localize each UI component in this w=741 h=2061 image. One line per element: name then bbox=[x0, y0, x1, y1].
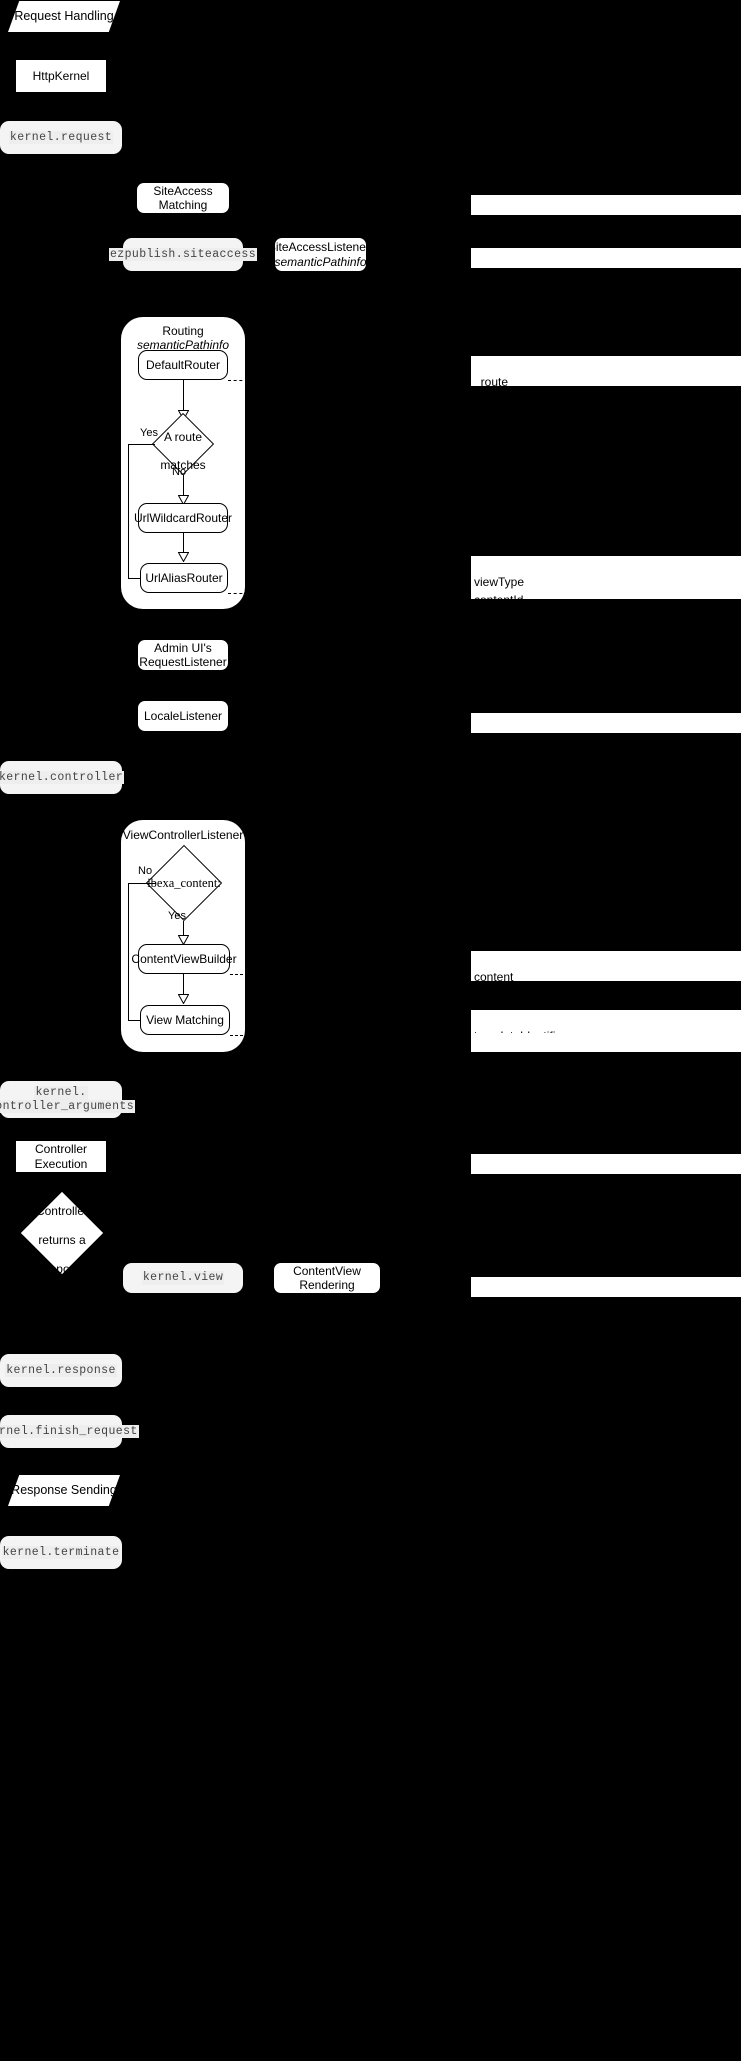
event-kernel-controller-arguments[interactable]: kernel. controller_arguments bbox=[0, 1081, 136, 1118]
variable-strip-siteaccess: siteaccess bbox=[471, 195, 741, 228]
variable-strip-content-location: content location bbox=[471, 951, 741, 1002]
decision-controller-returns-response[interactable]: Controller returns a Response bbox=[20, 1191, 104, 1276]
event-kernel-view-label: kernel.view bbox=[141, 1271, 225, 1285]
variable-strip-semantic-pathinfo: semanticPathinfo bbox=[471, 248, 741, 281]
node-controller-execution-label: Controller Execution bbox=[34, 1142, 88, 1171]
group-routing-title-italic: semanticPathinfo bbox=[136, 338, 230, 353]
event-ezpublish-siteaccess[interactable]: ezpublish.siteaccess bbox=[108, 238, 258, 271]
phase-banner-response-sending: Response Sending bbox=[8, 1475, 120, 1506]
connector-ibexa-yes bbox=[183, 921, 184, 942]
node-admin-ui-request-listener[interactable]: Admin UI's RequestListener bbox=[138, 640, 228, 670]
node-view-matching-label: View Matching bbox=[146, 1012, 224, 1027]
node-contentview-rendering-label: ContentView Rendering bbox=[293, 1263, 361, 1292]
connector-route-no bbox=[183, 475, 184, 503]
event-kernel-terminate[interactable]: kernel.terminate bbox=[0, 1536, 122, 1569]
event-kernel-request-label: kernel.request bbox=[8, 130, 114, 145]
arrowhead-to-url-wildcard-router bbox=[178, 495, 189, 505]
decision-controller-returns-response-shape bbox=[20, 1191, 104, 1275]
node-content-view-builder-label: ContentViewBuilder bbox=[131, 951, 237, 966]
event-kernel-finish-request[interactable]: kernel.finish_request bbox=[0, 1415, 139, 1448]
group-routing-title-prefix: Routing bbox=[162, 324, 204, 338]
connector-ibexa-no-horizontal bbox=[128, 883, 156, 884]
connector-route-yes-vertical bbox=[128, 444, 129, 578]
dashed-link-view-matching bbox=[230, 1035, 248, 1036]
node-http-kernel[interactable]: HttpKernel bbox=[16, 60, 106, 92]
variable-strip-view-label: view bbox=[474, 1052, 499, 1067]
event-kernel-view[interactable]: kernel.view bbox=[123, 1263, 243, 1293]
node-default-router-label: DefaultRouter bbox=[145, 357, 221, 372]
group-view-controller-listener-title-label: ViewControllerListener bbox=[122, 828, 244, 842]
arrowhead-to-view-matching bbox=[178, 994, 189, 1004]
event-kernel-controller-arguments-line2: controller_arguments bbox=[0, 1099, 136, 1114]
phase-banner-request-handling: Request Handling bbox=[8, 1, 120, 32]
variable-strip-view-content-location-label: viewType contentId locationId bbox=[474, 575, 526, 625]
event-kernel-terminate-label: kernel.terminate bbox=[1, 1545, 121, 1560]
connector-ibexa-no-vertical bbox=[128, 883, 129, 1020]
connector-ibexa-no-to-view-matching bbox=[128, 1020, 140, 1021]
node-url-alias-router[interactable]: UrlAliasRouter bbox=[140, 563, 228, 593]
arrowhead-to-content-view-builder bbox=[178, 935, 189, 945]
variable-strip-route-controller-label: _route _controller bbox=[474, 375, 531, 407]
variable-strip-response: response bbox=[471, 1277, 741, 1310]
variable-strip-siteaccess-label: siteaccess bbox=[474, 214, 531, 229]
node-url-wildcard-router[interactable]: UrlWildcardRouter bbox=[134, 503, 232, 533]
node-admin-ui-request-listener-line2: RequestListener bbox=[139, 655, 227, 669]
node-controller-execution[interactable]: Controller Execution bbox=[16, 1141, 106, 1172]
variable-strip-locale-label: _locale bbox=[474, 732, 513, 747]
node-http-kernel-label: HttpKernel bbox=[32, 68, 90, 83]
arrowhead-to-url-alias-router bbox=[178, 552, 189, 562]
edge-label-route-yes: Yes bbox=[140, 427, 158, 439]
node-view-matching[interactable]: View Matching bbox=[140, 1005, 230, 1035]
event-kernel-controller-arguments-line1: kernel. bbox=[34, 1085, 88, 1100]
node-siteaccess-listener-line1: SiteAccessListener: bbox=[267, 240, 374, 255]
variable-strip-semantic-pathinfo-label: semanticPathinfo bbox=[474, 267, 567, 282]
node-siteaccess-listener-line2: semanticPathinfo bbox=[274, 254, 367, 269]
connector-route-yes-to-alias bbox=[128, 578, 140, 579]
node-url-alias-router-label: UrlAliasRouter bbox=[145, 570, 223, 585]
phase-banner-response-sending-label: Response Sending bbox=[11, 1483, 117, 1498]
edge-label-ibexa-no: No bbox=[138, 865, 153, 877]
event-kernel-response[interactable]: kernel.response bbox=[0, 1354, 122, 1387]
phase-banner-request-handling-label: Request Handling bbox=[14, 9, 114, 24]
node-siteaccess-matching-label: SiteAccess Matching bbox=[153, 183, 213, 212]
variable-strip-view: view bbox=[471, 1033, 741, 1066]
dashed-link-url-alias-router bbox=[228, 593, 248, 594]
connector-default-router-to-decision bbox=[183, 380, 184, 412]
variable-strip-route-controller: _route _controller bbox=[471, 356, 741, 407]
event-kernel-controller-label: kernel.controller bbox=[0, 770, 125, 785]
connector-route-yes-horizontal bbox=[128, 444, 155, 445]
event-kernel-controller[interactable]: kernel.controller bbox=[0, 761, 125, 794]
node-url-wildcard-router-label: UrlWildcardRouter bbox=[133, 510, 233, 525]
node-siteaccess-matching[interactable]: SiteAccess Matching bbox=[137, 183, 229, 213]
node-admin-ui-request-listener-line1: Admin UI's bbox=[154, 640, 212, 655]
connector-wildcard-to-alias bbox=[183, 533, 184, 556]
edge-label-route-no: No bbox=[172, 466, 187, 478]
group-view-controller-listener-title: ViewControllerListener bbox=[121, 828, 245, 842]
event-ezpublish-siteaccess-label: ezpublish.siteaccess bbox=[108, 247, 258, 262]
node-siteaccess-listener[interactable]: SiteAccessListener: semanticPathinfo bbox=[268, 238, 373, 271]
node-contentview-rendering[interactable]: ContentView Rendering bbox=[274, 1263, 380, 1293]
event-kernel-request[interactable]: kernel.request bbox=[0, 121, 122, 154]
variable-strip-response-view-label: response/view bbox=[474, 1173, 551, 1188]
connector-builder-to-view-matching bbox=[183, 974, 184, 998]
dashed-link-default-router bbox=[228, 380, 248, 381]
variable-strip-view-content-location: viewType contentId locationId bbox=[471, 556, 741, 624]
dashed-link-content-view-builder bbox=[230, 974, 248, 975]
variable-strip-content-location-label: content location bbox=[474, 970, 516, 1002]
variable-strip-locale: _locale bbox=[471, 713, 741, 746]
node-locale-listener-label: LocaleListener bbox=[143, 708, 223, 723]
variable-strip-response-view: response/view bbox=[471, 1154, 741, 1187]
node-locale-listener[interactable]: LocaleListener bbox=[138, 701, 228, 731]
event-kernel-finish-request-label: kernel.finish_request bbox=[0, 1424, 139, 1439]
event-kernel-response-label: kernel.response bbox=[5, 1363, 117, 1378]
variable-strip-response-label: response bbox=[474, 1296, 524, 1311]
node-content-view-builder[interactable]: ContentViewBuilder bbox=[131, 944, 237, 974]
node-default-router[interactable]: DefaultRouter bbox=[138, 350, 228, 380]
edge-label-ibexa-yes: Yes bbox=[168, 910, 186, 922]
